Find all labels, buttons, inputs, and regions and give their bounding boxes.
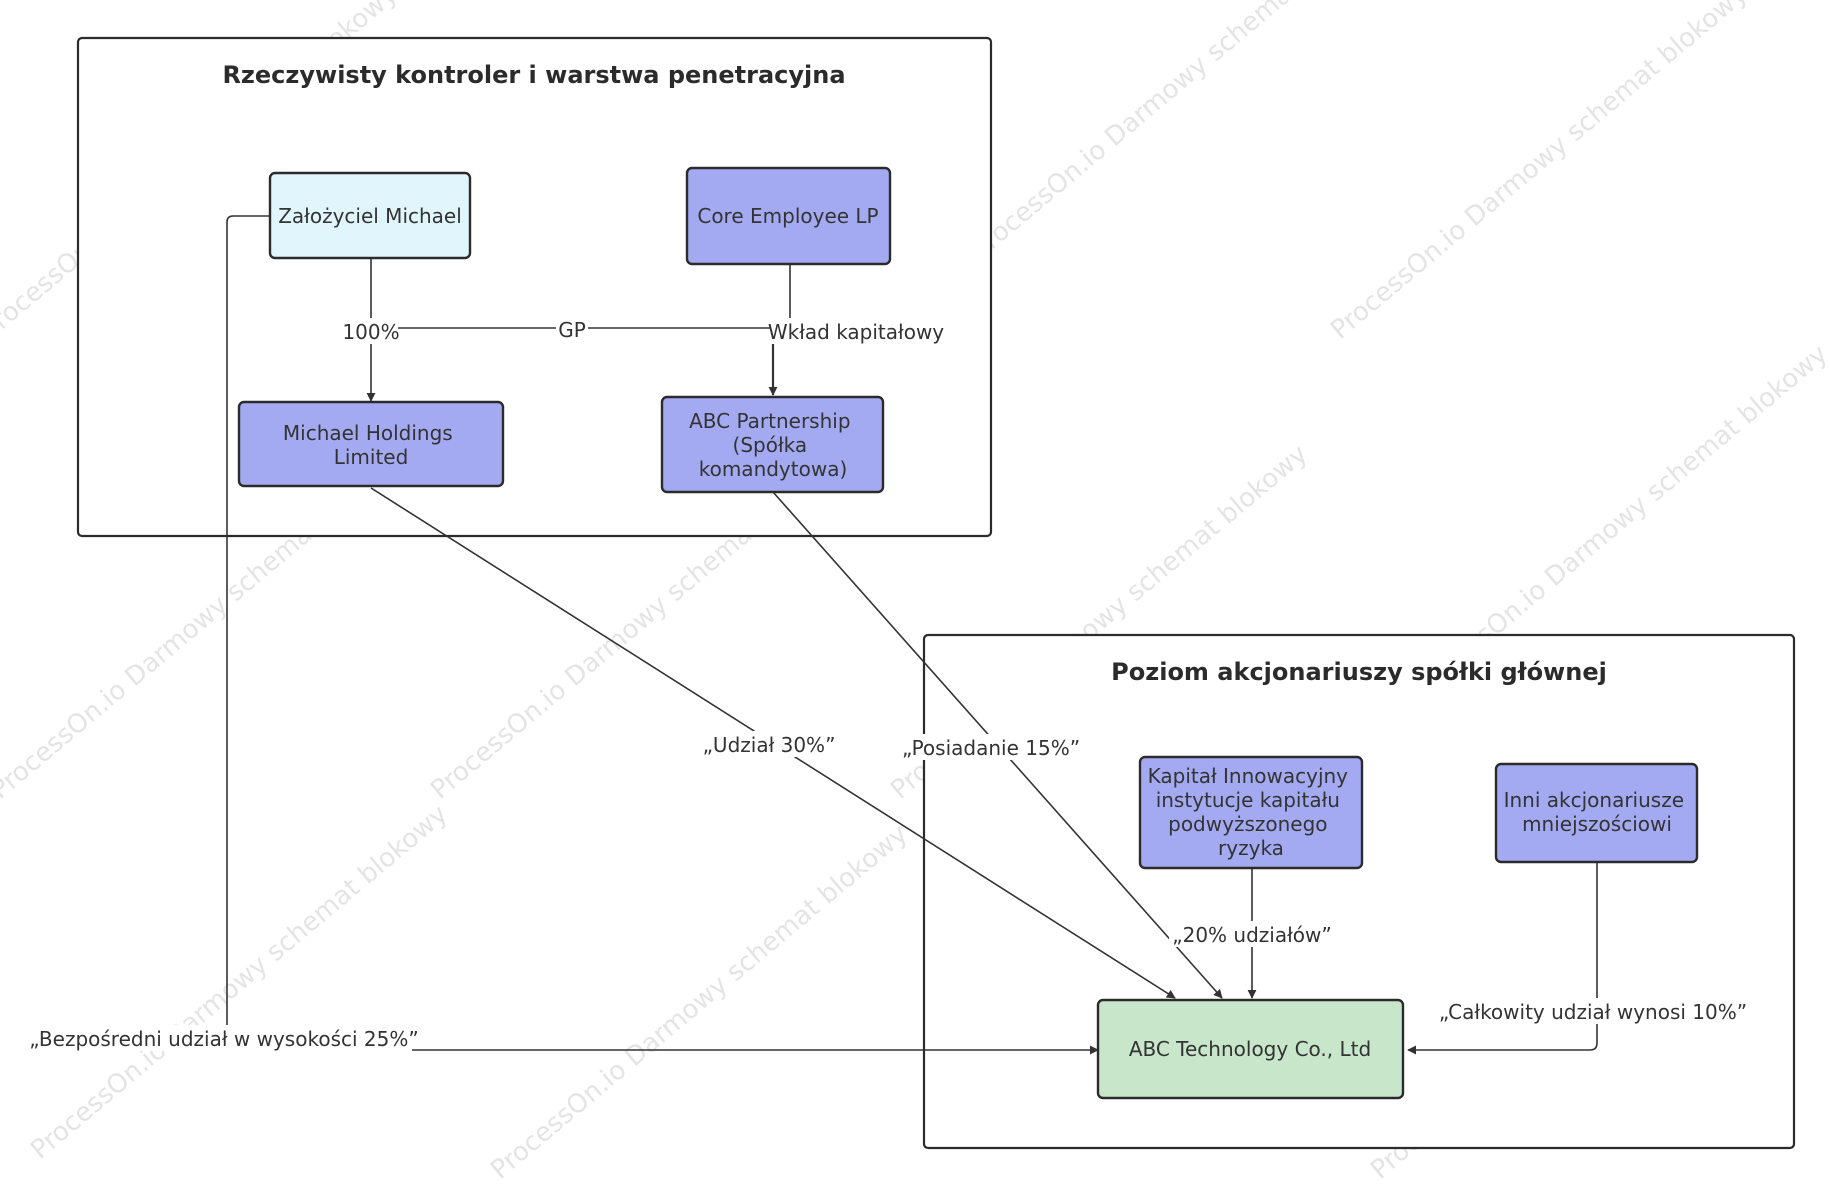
- edge-label-20: „20% udziałów”: [1169, 921, 1335, 947]
- edge-label-bg: [1448, 998, 1738, 1024]
- node-box[interactable]: [1494, 762, 1699, 864]
- edge-label-10: „Całkowity udział wynosi 10%”: [1439, 998, 1747, 1024]
- edge-label-30: „Udział 30%”: [703, 731, 836, 757]
- node-box[interactable]: [660, 395, 885, 494]
- edge-label-text: „20% udziałów”: [1172, 923, 1332, 947]
- watermark-text: ProcessOn.io Darmowy schemat blokowy: [25, 799, 453, 1165]
- edge-label-text: GP: [558, 318, 586, 342]
- node-founder[interactable]: Założyciel Michael: [268, 171, 472, 260]
- node-abc-partnership[interactable]: ABC Partnership (Spółka komandytowa): [660, 395, 885, 494]
- node-minority[interactable]: Inni akcjonariusze mniejszościowi: [1494, 762, 1699, 864]
- node-abc-tech[interactable]: ABC Technology Co., Ltd: [1096, 998, 1405, 1100]
- edge-label-text: „Bezpośredni udział w wysokości 25%”: [29, 1027, 418, 1051]
- edge-label-text: 100%: [342, 320, 399, 344]
- node-box[interactable]: [237, 400, 505, 488]
- edge-label-25: „Bezpośredni udział w wysokości 25%”: [29, 1025, 419, 1051]
- node-label: Kapitał Innowacyjny instytucje kapitału …: [1148, 764, 1355, 860]
- edge-label-text: „Udział 30%”: [703, 733, 836, 757]
- group-title: Rzeczywisty kontroler i warstwa penetrac…: [222, 61, 845, 89]
- edge-label-15: „Posiadanie 15%”: [902, 734, 1080, 760]
- edge-label-layer: 100% GP Wkład kapitałowy „Udział 30%” „P…: [29, 316, 1747, 1051]
- node-label: Założyciel Michael: [278, 204, 462, 228]
- node-label: Michael Holdings Limited: [283, 421, 459, 469]
- node-label: Inni akcjonariusze mniejszościowi: [1504, 788, 1691, 836]
- node-innovation-capital[interactable]: Kapitał Innowacyjny instytucje kapitału …: [1138, 755, 1364, 870]
- node-core-lp[interactable]: Core Employee LP: [685, 166, 892, 266]
- node-label: ABC Technology Co., Ltd: [1129, 1037, 1371, 1061]
- edge-label-text: „Całkowity udział wynosi 10%”: [1439, 1000, 1747, 1024]
- edge-label-capital: Wkład kapitałowy: [768, 318, 944, 344]
- group-title: Poziom akcjonariuszy spółki głównej: [1111, 658, 1607, 686]
- node-box[interactable]: [268, 171, 472, 260]
- edge-label-bg: [344, 318, 398, 344]
- edge-label-gp: GP: [556, 316, 588, 342]
- node-box[interactable]: [1096, 998, 1405, 1100]
- edge-label-bg: [36, 1025, 412, 1051]
- node-label: Core Employee LP: [697, 204, 878, 228]
- edge-label-bg: [770, 318, 942, 344]
- watermark-text: ProcessOn.io Darmowy schemat blokowy: [965, 0, 1393, 265]
- edge-label-bg: [1169, 921, 1335, 947]
- edge-label-bg: [704, 731, 834, 757]
- watermark-text: ProcessOn.io Darmowy schemat blokowy: [1325, 0, 1753, 345]
- node-box[interactable]: [685, 166, 892, 266]
- edge-label-text: „Posiadanie 15%”: [902, 736, 1080, 760]
- edge-label-bg: [906, 734, 1076, 760]
- watermark-text: ProcessOn.io Darmowy schemat blokowy: [485, 819, 913, 1185]
- node-label: ABC Partnership (Spółka komandytowa): [689, 409, 857, 481]
- edge-label-bg: [556, 316, 588, 342]
- node-box[interactable]: [1138, 755, 1364, 870]
- edge-label-text: Wkład kapitałowy: [768, 320, 944, 344]
- edge-label-100: 100%: [342, 318, 400, 344]
- edge-minority-to-tech[interactable]: [1407, 862, 1598, 1055]
- node-michael-holdings[interactable]: Michael Holdings Limited: [237, 400, 505, 488]
